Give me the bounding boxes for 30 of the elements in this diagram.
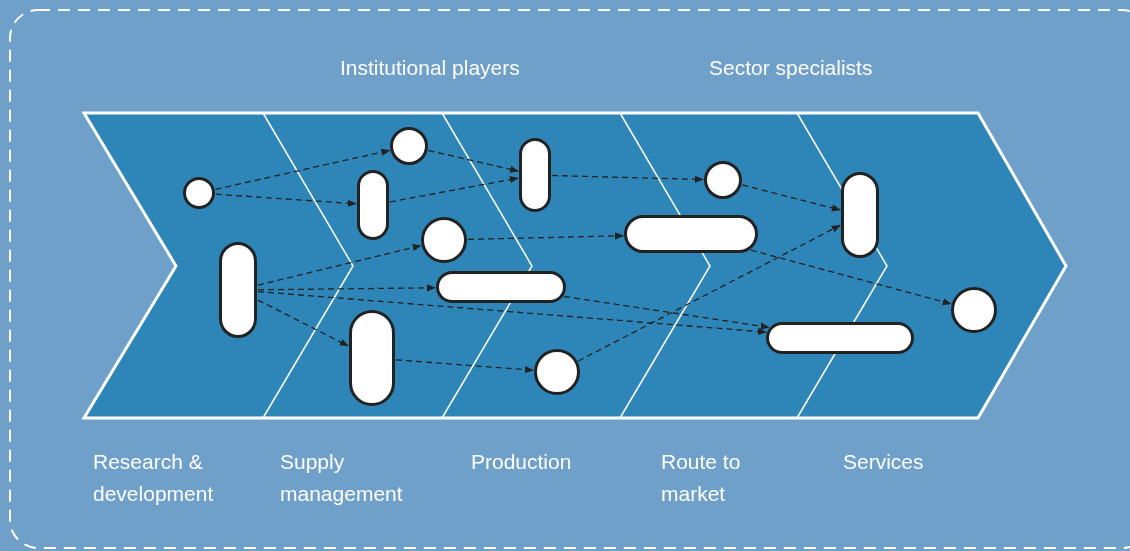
dashed-arrow bbox=[741, 184, 841, 212]
dashed-arrow bbox=[257, 299, 349, 347]
pill-node bbox=[841, 172, 879, 258]
pill-node bbox=[436, 271, 566, 303]
dashed-arrow bbox=[750, 249, 952, 306]
dashed-arrow bbox=[257, 284, 436, 292]
stage-label: Supply management bbox=[280, 449, 404, 507]
stage-label: Research & development bbox=[93, 449, 215, 507]
dashed-arrow bbox=[389, 176, 519, 203]
dashed-arrow bbox=[395, 359, 534, 374]
dashed-arrow bbox=[563, 295, 770, 330]
pill-node bbox=[349, 310, 395, 406]
pill-node bbox=[519, 138, 551, 212]
pill-node bbox=[219, 242, 257, 338]
stage-label: Production bbox=[471, 449, 572, 475]
group-heading: Institutional players bbox=[340, 55, 520, 81]
dashed-arrow bbox=[467, 232, 624, 241]
pill-node bbox=[624, 215, 758, 253]
stage-label: Services bbox=[843, 449, 924, 475]
dashed-arrow bbox=[257, 290, 767, 336]
group-heading: Sector specialists bbox=[709, 55, 873, 81]
pill-node bbox=[766, 322, 914, 354]
dashed-arrow bbox=[214, 148, 391, 190]
stage-label: Route to market bbox=[661, 449, 742, 507]
dashed-arrow bbox=[427, 149, 519, 173]
dashed-arrow bbox=[257, 244, 422, 286]
dashed-arrow bbox=[215, 193, 357, 207]
pill-node bbox=[357, 170, 389, 240]
dashed-arrow bbox=[551, 174, 704, 183]
dashed-arrow bbox=[577, 224, 841, 362]
